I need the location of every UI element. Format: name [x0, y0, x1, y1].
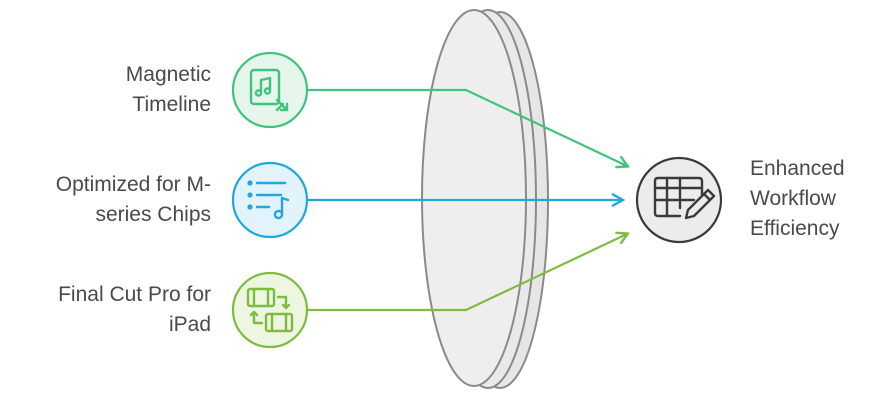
playlist-music-icon — [231, 161, 309, 239]
label-final-cut-ipad: Final Cut Pro for iPad — [58, 280, 211, 340]
label-line: Timeline — [132, 93, 211, 116]
label-magnetic-timeline: Magnetic Timeline — [126, 60, 211, 120]
lens-front-disc — [421, 9, 527, 387]
label-m-series: Optimized for M- series Chips — [56, 170, 211, 230]
film-transfer-icon — [231, 271, 309, 349]
table-edit-icon — [635, 156, 723, 244]
connector-magnetic-timeline — [308, 88, 627, 166]
label-line: Magnetic — [125, 63, 211, 86]
label-line: series Chips — [95, 203, 211, 226]
label-line: Final Cut Pro for — [58, 283, 211, 306]
music-file-shuffle-icon — [231, 51, 309, 129]
label-line: Optimized for M- — [55, 173, 211, 196]
connector-final-cut-ipad — [308, 234, 627, 312]
label-line: Enhanced — [750, 157, 845, 180]
label-line: Efficiency — [750, 217, 840, 240]
label-line: iPad — [168, 313, 211, 336]
label-line: Workflow — [750, 187, 836, 210]
label-enhanced-workflow: Enhanced Workflow Efficiency — [750, 154, 845, 244]
